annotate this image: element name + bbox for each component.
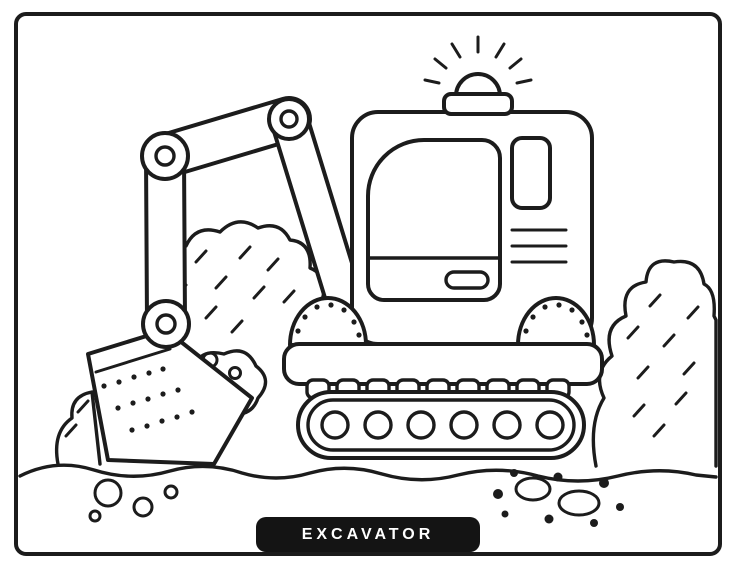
wheel-fender-right (516, 296, 596, 347)
rock-pebble (228, 366, 242, 380)
beacon-dome (454, 72, 502, 98)
door-handle (444, 270, 490, 290)
warning-beacon (423, 35, 533, 116)
arm-joint-left (140, 131, 190, 181)
background-terrain (18, 220, 718, 527)
wheel-fender-left (288, 296, 368, 347)
bucket-assembly (86, 299, 268, 466)
beacon-base (442, 92, 514, 116)
page-border-frame (14, 12, 722, 556)
track-wheels (320, 410, 565, 440)
pebbles-left (88, 478, 179, 523)
caption-text: EXCAVATOR (301, 525, 435, 543)
crawler-track (296, 378, 586, 460)
rock-cluster-right (493, 469, 624, 527)
left-small-mound (54, 390, 102, 466)
caption-plate: EXCAVATOR (256, 517, 480, 552)
excavator-arm (140, 96, 370, 343)
ground-line (18, 463, 718, 483)
track-outer (296, 390, 586, 460)
bucket-joint (141, 299, 191, 349)
track-inner (306, 398, 576, 452)
beacon-rays (423, 35, 533, 85)
arm-joint-top (267, 97, 311, 141)
front-window-door (366, 138, 502, 302)
side-window (510, 136, 552, 210)
chassis-platform (282, 342, 604, 386)
cab-body (350, 110, 594, 346)
air-vents (510, 228, 568, 264)
left-small-mound-hatch (64, 399, 90, 438)
bucket-rivet-dots (101, 366, 195, 433)
right-mound-hatch (626, 293, 700, 438)
right-mound (591, 259, 718, 468)
bucket-rim-band (94, 347, 172, 374)
